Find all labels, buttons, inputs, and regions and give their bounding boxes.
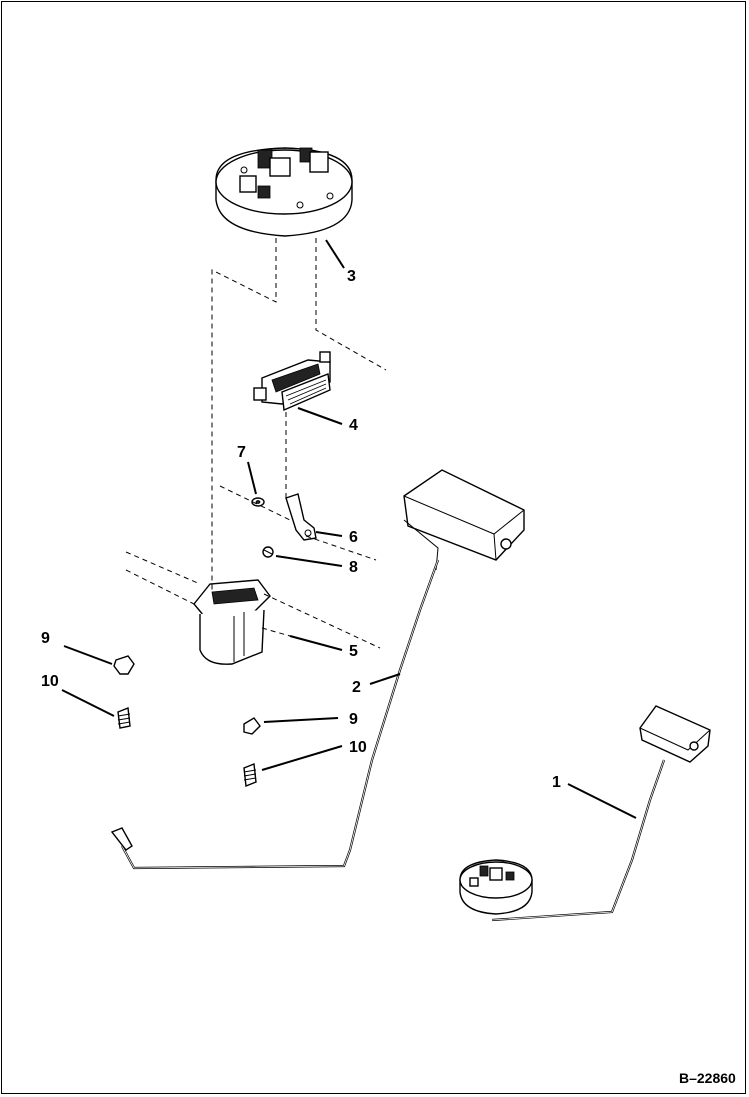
assembly-dash-lines (125, 238, 387, 649)
callout-9-left: 9 (41, 630, 50, 647)
callout-1: 1 (552, 774, 561, 791)
callout-7: 7 (237, 444, 246, 461)
part-5-holder (193, 579, 271, 665)
callout-8: 8 (349, 559, 358, 576)
callout-labels: 3 4 7 6 8 5 2 9 10 9 10 1 B–22860 (41, 268, 736, 1086)
callout-9-right: 9 (349, 711, 358, 728)
leader-lines (61, 239, 637, 819)
callout-2: 2 (352, 679, 361, 696)
callout-4: 4 (349, 417, 358, 434)
part-6-bracket (285, 493, 317, 541)
part-9-clip-right (243, 717, 261, 735)
part-9-clip-left (113, 655, 135, 675)
part-7-nut (251, 497, 265, 507)
callout-3: 3 (347, 268, 356, 285)
part-1-small-float-assembly (459, 705, 711, 922)
callout-5: 5 (349, 643, 358, 660)
part-4-switch (253, 351, 331, 412)
figure-id: B–22860 (679, 1070, 736, 1086)
callout-10-right: 10 (349, 739, 367, 756)
part-10-screw-left (117, 707, 131, 729)
callout-10-left: 10 (41, 673, 59, 690)
part-8-screw (262, 546, 274, 558)
part-10-screw-right (243, 763, 257, 787)
part-3-switch-base (215, 147, 353, 237)
callout-6: 6 (349, 529, 358, 546)
part-2-float-assembly (110, 469, 525, 870)
